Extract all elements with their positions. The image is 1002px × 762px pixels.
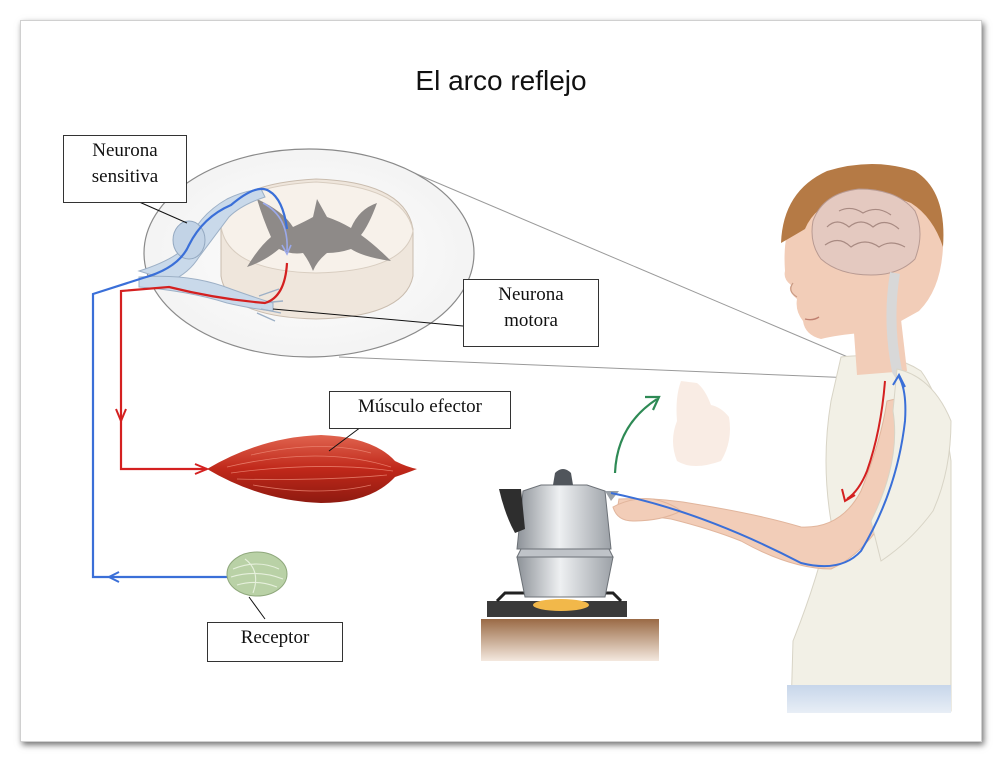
reaction-arrow (613, 398, 658, 474)
coffee-pot (499, 469, 619, 598)
label-motor-line2: motora (504, 310, 558, 331)
sensory-arrow-left (106, 571, 120, 583)
spinal-cord-section (220, 178, 414, 320)
diagram-title: El arco reflejo (415, 65, 587, 96)
label-motor-neuron: Neurona motora (463, 279, 599, 347)
raised-hand-ghost (673, 381, 730, 466)
receptor-organ (226, 551, 288, 597)
leader-receptor (248, 596, 266, 620)
zoom-line-top (392, 163, 870, 367)
label-sensory-line2: sensitiva (91, 166, 159, 187)
arm-sensory-pathway (610, 376, 907, 568)
label-receptor: Receptor (207, 622, 343, 662)
grey-matter (247, 199, 391, 271)
diagram-artwork (91, 148, 952, 713)
leader-motor (272, 308, 464, 327)
arm-motor-pathway (846, 380, 886, 500)
effector-muscle (207, 435, 417, 503)
motor-pathway (119, 262, 289, 471)
label-motor-line1: Neurona (498, 284, 564, 305)
leader-effector (328, 426, 362, 452)
brain (811, 188, 921, 276)
person-figure (612, 164, 952, 713)
leader-sensory (136, 200, 188, 224)
slide: El arco reflejo (20, 20, 982, 742)
label-sensory-line1: Neurona (92, 140, 158, 161)
stove (481, 591, 659, 661)
zoom-line-bottom (338, 356, 880, 380)
label-sensory-neuron: Neurona sensitiva (63, 135, 187, 203)
interneuron-arrow (262, 202, 288, 252)
sensory-pathway (91, 187, 289, 579)
label-effector-muscle: Músculo efector (329, 391, 511, 429)
motor-arrow-down (115, 408, 127, 424)
nerve-root (137, 188, 284, 322)
